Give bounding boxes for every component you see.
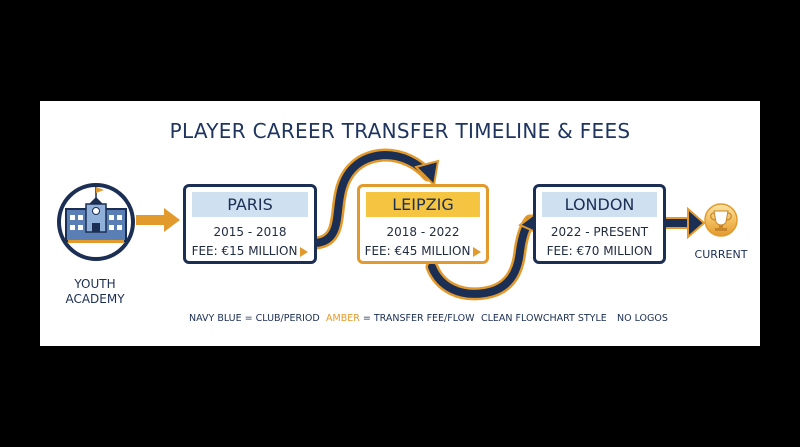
legend-logos: NO LOGOS: [617, 313, 668, 324]
academy-label-line2: ACADEMY: [65, 292, 125, 306]
legend-navy: NAVY BLUE = CLUB/PERIOD: [189, 313, 320, 324]
trophy-icon: [704, 203, 738, 237]
fee-arrow-icon: [473, 246, 482, 257]
legend-amber-rest: = TRANSFER FEE/FLOW: [359, 313, 475, 324]
transfer-fee: FEE: €45 MILLION: [360, 244, 486, 258]
diagram-panel: PLAYER CAREER TRANSFER TIMELINE & FEES: [40, 101, 760, 346]
current-label: CURRENT: [694, 248, 748, 261]
fee-arrow-icon: [300, 246, 309, 257]
club-name: PARIS: [192, 192, 308, 217]
legend-amber: AMBER = TRANSFER FEE/FLOW: [326, 313, 475, 324]
club-name: LONDON: [542, 192, 657, 217]
transfer-fee-text: FEE: €45 MILLION: [364, 244, 471, 258]
club-period: 2015 - 2018: [213, 225, 287, 239]
legend-amber-word: AMBER: [326, 313, 360, 324]
paris-to-leipzig-arrow: [309, 148, 440, 250]
london-to-current-arrow: [666, 206, 706, 240]
academy-label: YOUTH ACADEMY: [50, 277, 140, 307]
club-period: 2022 - PRESENT: [550, 225, 649, 239]
club-box-leipzig: LEIPZIG 2018 - 2022 FEE: €45 MILLION: [357, 184, 489, 264]
transfer-fee: FEE: €70 MILLION: [536, 244, 663, 258]
diagram-title: PLAYER CAREER TRANSFER TIMELINE & FEES: [169, 119, 631, 143]
academy-label-line1: YOUTH: [74, 277, 116, 291]
legend-style: CLEAN FLOWCHART STYLE: [481, 313, 607, 324]
club-box-paris: PARIS 2015 - 2018 FEE: €15 MILLION: [183, 184, 317, 264]
transfer-fee-text: FEE: €70 MILLION: [546, 244, 653, 258]
transfer-fee-text: FEE: €15 MILLION: [191, 244, 298, 258]
club-period: 2018 - 2022: [386, 225, 460, 239]
club-name: LEIPZIG: [366, 192, 480, 217]
club-box-london: LONDON 2022 - PRESENT FEE: €70 MILLION: [533, 184, 666, 264]
school-building-icon: [57, 183, 135, 261]
transfer-fee: FEE: €15 MILLION: [186, 244, 314, 258]
academy-to-paris-arrow: [136, 208, 180, 232]
